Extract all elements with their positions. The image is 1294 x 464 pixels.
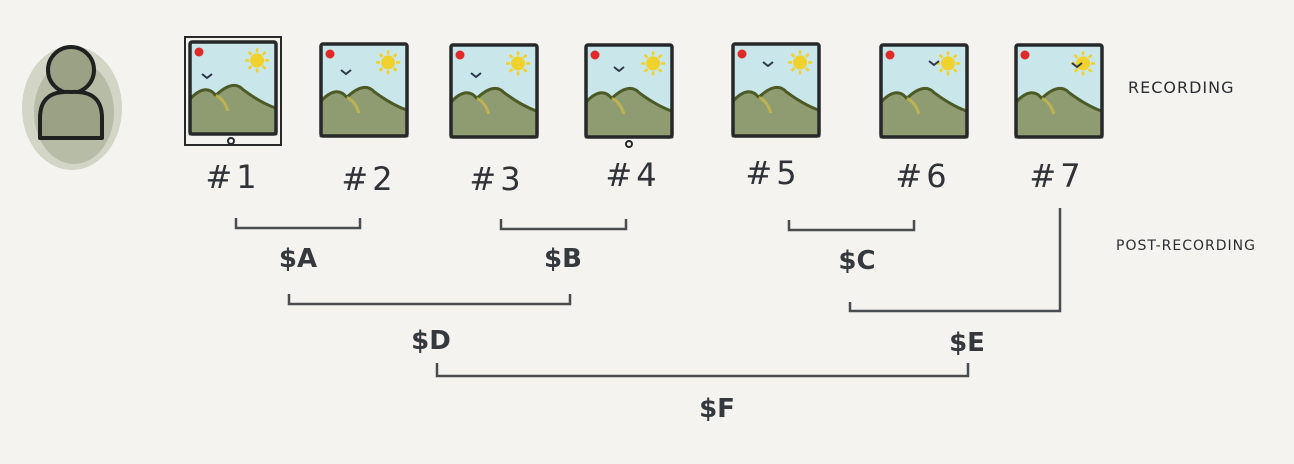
- bracket-d: [287, 294, 572, 306]
- group-label-a: $A: [278, 244, 318, 274]
- group-label-c: $C: [838, 246, 876, 276]
- stage-label-recording: RECORDING: [1128, 78, 1235, 97]
- image-frame-icon: [1014, 43, 1104, 139]
- image-frame-icon: [584, 43, 674, 148]
- frame-label-5: #5: [745, 154, 801, 192]
- image-frame-icon: [731, 42, 821, 138]
- user-icon: [22, 45, 122, 170]
- image-frame-icon: [449, 43, 539, 139]
- frame-label-6: #6: [895, 157, 951, 195]
- bracket-b: [499, 219, 628, 231]
- frame-label-1: #1: [205, 158, 261, 196]
- group-label-e: $E: [949, 328, 985, 358]
- bracket-c: [787, 220, 916, 232]
- grouping-brackets: [234, 208, 1062, 378]
- image-frame-icon: [319, 42, 409, 138]
- bracket-a: [234, 218, 362, 230]
- bracket-e: [848, 208, 1062, 313]
- selected-frame-outline: [184, 36, 282, 146]
- frame-label-4: #4: [605, 156, 661, 194]
- bracket-f: [435, 363, 970, 378]
- frame-label-2: #2: [341, 160, 397, 198]
- image-frame-icon: [879, 43, 969, 139]
- image-frame-icon: [184, 36, 282, 146]
- group-label-f: $F: [699, 394, 735, 424]
- frame-label-7: #7: [1029, 157, 1085, 195]
- group-label-b: $B: [544, 244, 582, 274]
- frame-label-3: #3: [469, 160, 525, 198]
- stage-label-post-recording: POST-RECORDING: [1116, 238, 1256, 254]
- group-label-d: $D: [411, 326, 451, 356]
